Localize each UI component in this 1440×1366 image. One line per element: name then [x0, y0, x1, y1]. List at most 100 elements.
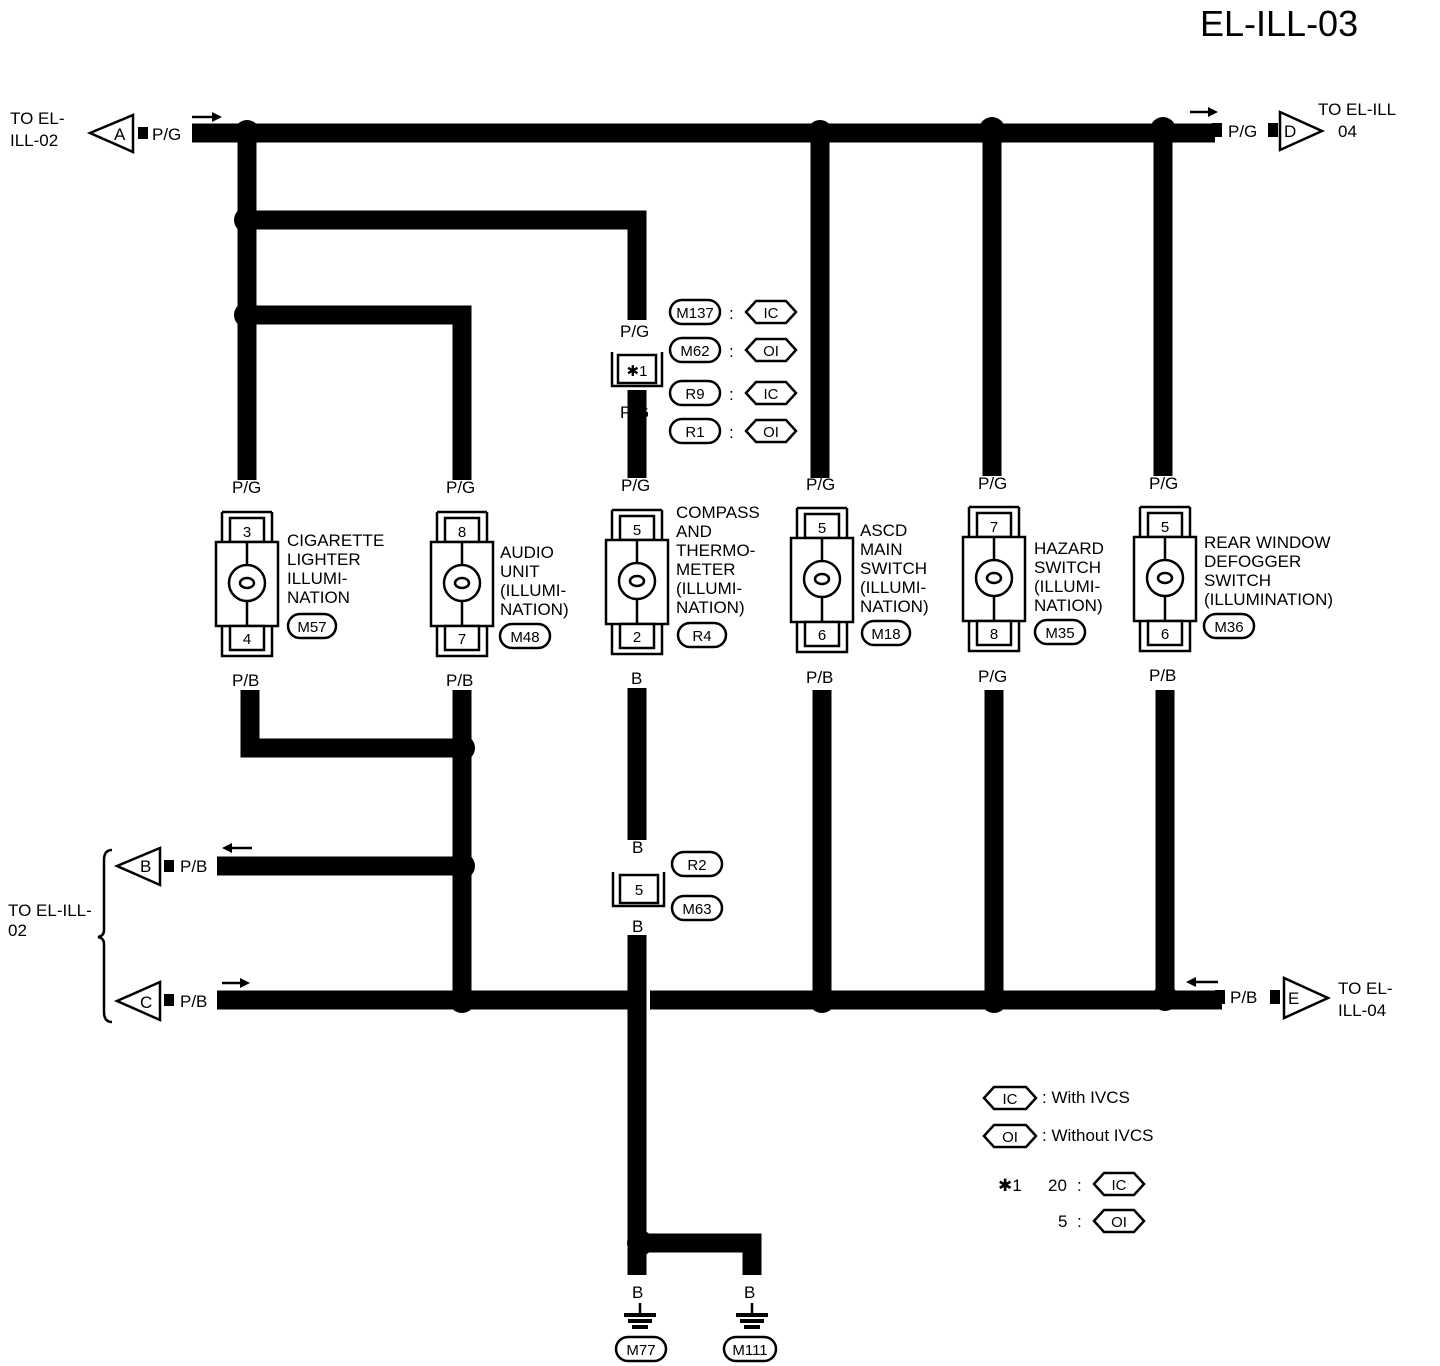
connector-a-dest-1: TO EL-	[10, 109, 64, 128]
comp-3-name-3: SWITCH	[860, 559, 927, 578]
inline-bottom-conn-a: R2	[687, 857, 706, 874]
component-ascd-main-switch: P/G 5 6 P/B ASCD MAIN SWITCH (ILLUMI- NA…	[789, 475, 929, 687]
svg-text:OI: OI	[763, 424, 779, 441]
comp-1-bottom-color: P/B	[446, 671, 473, 690]
comp-5-name-4: (ILLUMINATION)	[1204, 590, 1333, 609]
svg-text:M137: M137	[676, 305, 714, 322]
inline-top-ref-0: M137 : IC	[668, 298, 798, 326]
connector-e-dest-1: TO EL-	[1338, 979, 1392, 998]
connector-d-letter: D	[1284, 122, 1296, 141]
comp-0-connector: M57	[297, 619, 326, 636]
ground-m77: B M77	[614, 1283, 668, 1363]
component-rear-window-defogger-switch: P/G 5 6 P/B REAR WINDOW DEFOGGER SWITCH …	[1132, 474, 1333, 685]
comp-3-pin-bottom: 6	[818, 627, 826, 644]
connector-e-dest-2: ILL-04	[1338, 1001, 1386, 1020]
comp-5-name-3: SWITCH	[1204, 571, 1271, 590]
inline-top-color-above: P/G	[620, 322, 649, 341]
comp-5-pin-top: 5	[1161, 519, 1169, 536]
svg-text:M62: M62	[680, 343, 709, 360]
svg-text:: With IVCS: : With IVCS	[1042, 1088, 1130, 1107]
comp-3-top-color: P/G	[806, 475, 835, 494]
connector-e-color: P/B	[1230, 988, 1257, 1007]
connector-e-letter: E	[1288, 989, 1299, 1008]
comp-2-connector: R4	[692, 628, 711, 645]
inline-top-ref-3: R1 : OI	[668, 417, 798, 445]
inline-bottom-color-below: B	[632, 917, 643, 936]
comp-3-bottom-color: P/B	[806, 668, 833, 687]
connector-d-dest-2: 04	[1338, 122, 1357, 141]
comp-2-pin-bottom: 2	[633, 629, 641, 646]
component-hazard-switch: P/G 7 8 P/G HAZARD SWITCH (ILLUMI- NATIO…	[961, 474, 1104, 686]
splice-dot	[1152, 985, 1178, 1011]
inline-top-color-below: P/G	[620, 403, 649, 422]
svg-text:5: 5	[1058, 1212, 1067, 1231]
legend-note-mark: ✱1	[998, 1176, 1022, 1195]
ground-1-color: B	[744, 1283, 755, 1302]
connector-d-dest-1: TO EL-ILL	[1318, 100, 1396, 119]
comp-4-name-3: (ILLUMI-	[1034, 577, 1100, 596]
comp-1-top-color: P/G	[446, 478, 475, 497]
svg-text:OI: OI	[1111, 1214, 1127, 1231]
inline-top-pin: ✱1	[627, 363, 648, 380]
connector-bc-bracket: TO EL-ILL- 02	[8, 848, 113, 1024]
connector-c-letter: C	[140, 993, 152, 1012]
splice-dot	[234, 302, 260, 328]
comp-1-name-4: NATION)	[500, 600, 569, 619]
inline-connector-bottom: B 5 B R2 M63	[611, 838, 724, 936]
connector-a-dest-2: ILL-02	[10, 131, 58, 150]
comp-4-name-4: NATION)	[1034, 596, 1103, 615]
comp-2-name-3: THERMO-	[676, 541, 755, 560]
comp-2-name-6: NATION)	[676, 598, 745, 617]
svg-text:R9: R9	[685, 386, 704, 403]
comp-5-connector: M36	[1214, 619, 1243, 636]
svg-text:20: 20	[1048, 1176, 1067, 1195]
inline-bottom-pin: 5	[635, 882, 643, 899]
comp-4-top-color: P/G	[978, 474, 1007, 493]
svg-text:IC: IC	[1112, 1177, 1127, 1194]
splice-dot	[809, 987, 835, 1013]
svg-text::: :	[729, 342, 734, 361]
comp-4-pin-bottom: 8	[990, 626, 998, 643]
connector-d: P/G D TO EL-ILL 04	[1190, 100, 1396, 152]
legend-row-1: 5 : OI	[1058, 1208, 1146, 1234]
comp-4-connector: M35	[1045, 625, 1074, 642]
legend-ic: IC : With IVCS	[982, 1085, 1130, 1111]
svg-text:IC: IC	[1003, 1091, 1018, 1108]
comp-2-name-2: AND	[676, 522, 712, 541]
svg-text:R1: R1	[685, 424, 704, 441]
comp-2-name-1: COMPASS	[676, 503, 760, 522]
comp-5-name-1: REAR WINDOW	[1204, 533, 1331, 552]
comp-5-top-color: P/G	[1149, 474, 1178, 493]
wires	[192, 123, 1222, 1275]
comp-5-name-2: DEFOGGER	[1204, 552, 1301, 571]
splice-dot	[449, 987, 475, 1013]
comp-3-connector: M18	[871, 626, 900, 643]
svg-text:OI: OI	[1002, 1129, 1018, 1146]
comp-2-pin-top: 5	[633, 522, 641, 539]
connector-d-color: P/G	[1228, 122, 1257, 141]
connector-b: B P/B	[113, 843, 252, 887]
comp-4-name-2: SWITCH	[1034, 558, 1101, 577]
comp-1-pin-top: 8	[458, 524, 466, 541]
inline-connector-top: P/G ✱1 P/G M137 : IC M62 : OI R9 : IC	[610, 298, 798, 445]
comp-0-pin-top: 3	[243, 524, 251, 541]
svg-text::: :	[729, 304, 734, 323]
inline-bottom-color-above: B	[632, 838, 643, 857]
splice-dot	[807, 120, 833, 146]
svg-text:: Without IVCS: : Without IVCS	[1042, 1126, 1153, 1145]
inline-top-ref-1: M62 : OI	[668, 336, 798, 364]
inline-bottom-conn-b: M63	[682, 901, 711, 918]
comp-0-bottom-color: P/B	[232, 671, 259, 690]
splice-dot	[234, 207, 260, 233]
comp-5-bottom-color: P/B	[1149, 666, 1176, 685]
connector-a-letter: A	[114, 125, 126, 144]
inline-top-ref-2: R9 : IC	[668, 379, 798, 407]
legend-oi: OI : Without IVCS	[982, 1123, 1153, 1149]
splice-dot	[1150, 117, 1176, 143]
connector-a-color: P/G	[152, 125, 181, 144]
ground-1-connector: M111	[732, 1342, 767, 1359]
splice-points	[234, 117, 1178, 1256]
connector-b-color: P/B	[180, 857, 207, 876]
svg-text:OI: OI	[763, 343, 779, 360]
